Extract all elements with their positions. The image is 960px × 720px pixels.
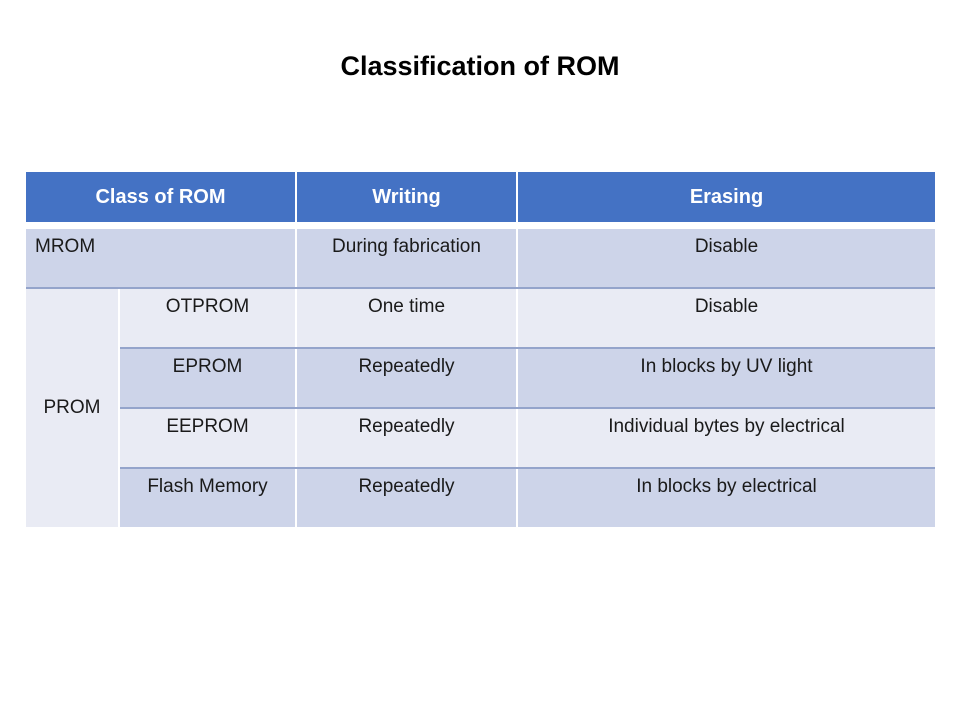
cell-flash-subtype: Flash Memory <box>119 468 297 527</box>
table-row-eprom: EPROM Repeatedly In blocks by UV light <box>26 348 935 409</box>
cell-eeprom-writing: Repeatedly <box>296 408 518 469</box>
header-cell-writing: Writing <box>296 172 518 229</box>
cell-eprom-subtype: EPROM <box>119 348 297 409</box>
cell-eeprom-erasing: Individual bytes by electrical <box>517 408 935 469</box>
cell-flash-writing: Repeatedly <box>296 468 518 527</box>
table-header-row: Class of ROM Writing Erasing <box>26 172 935 229</box>
table-row-flash-memory: Flash Memory Repeatedly In blocks by ele… <box>26 468 935 527</box>
cell-mrom-writing: During fabrication <box>296 225 518 289</box>
cell-eprom-writing: Repeatedly <box>296 348 518 409</box>
header-cell-erasing: Erasing <box>517 172 935 229</box>
table-row-eeprom: EEPROM Repeatedly Individual bytes by el… <box>26 408 935 469</box>
table-row-mrom: MROM During fabrication Disable <box>26 225 935 289</box>
cell-flash-erasing: In blocks by electrical <box>517 468 935 527</box>
cell-mrom-class: MROM <box>26 225 297 289</box>
rom-classification-table: Class of ROM Writing Erasing MROM During… <box>26 172 935 527</box>
table-row-otprom: PROM OTPROM One time Disable <box>26 288 935 527</box>
header-cell-class-of-rom: Class of ROM <box>26 172 297 229</box>
cell-eprom-erasing: In blocks by UV light <box>517 348 935 409</box>
cell-otprom-subtype: OTPROM <box>119 288 297 349</box>
cell-mrom-erasing: Disable <box>517 225 935 289</box>
cell-prom-class: PROM <box>26 288 120 527</box>
cell-otprom-erasing: Disable <box>517 288 935 349</box>
slide-title: Classification of ROM <box>340 51 620 81</box>
cell-eeprom-subtype: EEPROM <box>119 408 297 469</box>
cell-otprom-writing: One time <box>296 288 518 349</box>
